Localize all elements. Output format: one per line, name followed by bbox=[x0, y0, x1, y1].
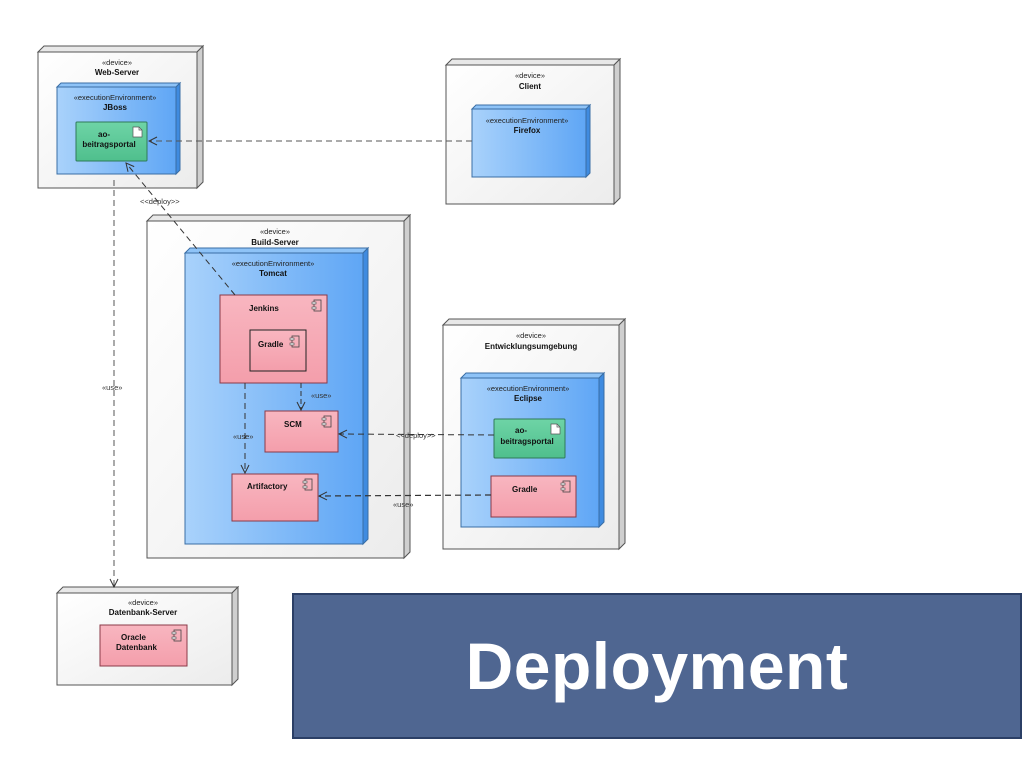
device-name: Client bbox=[519, 82, 542, 91]
component-icon bbox=[171, 629, 182, 642]
env-name: JBoss bbox=[103, 103, 128, 112]
component-gradle-dev[interactable]: Gradle bbox=[490, 475, 577, 518]
connector-label: «use» bbox=[102, 383, 122, 392]
component-oracle-datenbank[interactable]: Oracle Datenbank bbox=[99, 624, 188, 667]
env-stereotype: «executionEnvironment» bbox=[74, 93, 157, 102]
connector-jenkins-use-scm[interactable]: «use» bbox=[301, 383, 331, 410]
artifact-name-line1: ao- bbox=[515, 426, 527, 435]
component-icon bbox=[321, 415, 332, 428]
connector-label: «use» bbox=[393, 500, 413, 509]
component-icon bbox=[289, 335, 300, 348]
artifact-name-line2: beitragsportal bbox=[82, 140, 135, 149]
connector-gradle-use-artifactory[interactable]: «use» bbox=[319, 495, 492, 509]
component-icon bbox=[311, 299, 322, 312]
connector-label: <<deploy>> bbox=[140, 197, 180, 206]
connector-web-use-db[interactable]: «use» bbox=[102, 180, 122, 587]
connector-label: «use» bbox=[311, 391, 331, 400]
component-name: Gradle bbox=[512, 485, 538, 494]
device-name: Datenbank-Server bbox=[109, 608, 177, 617]
env-stereotype: «executionEnvironment» bbox=[486, 116, 569, 125]
device-stereotype: «device» bbox=[515, 71, 545, 80]
device-stereotype: «device» bbox=[516, 331, 546, 340]
artifact-ao-beitragsportal-dev[interactable]: ao- beitragsportal bbox=[493, 418, 566, 459]
env-stereotype: «executionEnvironment» bbox=[487, 384, 570, 393]
component-name-line2: Datenbank bbox=[116, 643, 157, 652]
component-scm[interactable]: SCM bbox=[264, 410, 339, 453]
device-stereotype: «device» bbox=[260, 227, 290, 236]
device-name: Entwicklungsumgebung bbox=[485, 342, 578, 351]
title-banner: Deployment bbox=[292, 593, 1022, 739]
env-name: Firefox bbox=[514, 126, 541, 135]
env-firefox[interactable]: «executionEnvironment» Firefox bbox=[470, 103, 592, 179]
artifact-ao-beitragsportal-web[interactable]: ao- beitragsportal bbox=[75, 121, 148, 162]
connector-dev-deploy-scm[interactable]: <<deploy>> bbox=[339, 431, 495, 440]
component-name: Artifactory bbox=[247, 482, 288, 491]
component-name: Gradle bbox=[258, 340, 284, 349]
component-name: Jenkins bbox=[249, 304, 279, 313]
device-stereotype: «device» bbox=[102, 58, 132, 67]
device-stereotype: «device» bbox=[128, 598, 158, 607]
device-name: Web-Server bbox=[95, 68, 139, 77]
banner-title: Deployment bbox=[465, 629, 849, 703]
component-icon bbox=[560, 480, 571, 493]
connector-jenkins-deploy-web[interactable]: <<deploy>> bbox=[126, 163, 236, 296]
artifact-document-icon bbox=[550, 423, 561, 435]
component-name: SCM bbox=[284, 420, 302, 429]
env-name: Tomcat bbox=[259, 269, 287, 278]
device-name: Build-Server bbox=[251, 238, 299, 247]
connector-label: «use» bbox=[233, 432, 253, 441]
env-name: Eclipse bbox=[514, 394, 543, 403]
artifact-name-line2: beitragsportal bbox=[500, 437, 553, 446]
env-stereotype: «executionEnvironment» bbox=[232, 259, 315, 268]
component-icon bbox=[302, 478, 313, 491]
component-artifactory[interactable]: Artifactory bbox=[231, 473, 319, 522]
connector-label: <<deploy>> bbox=[396, 431, 436, 440]
component-gradle-build[interactable]: Gradle bbox=[249, 329, 307, 372]
artifact-document-icon bbox=[132, 126, 143, 138]
component-name-line1: Oracle bbox=[121, 633, 146, 642]
connector-jenkins-use-artifactory[interactable]: «use» bbox=[233, 383, 253, 473]
artifact-name-line1: ao- bbox=[98, 130, 110, 139]
